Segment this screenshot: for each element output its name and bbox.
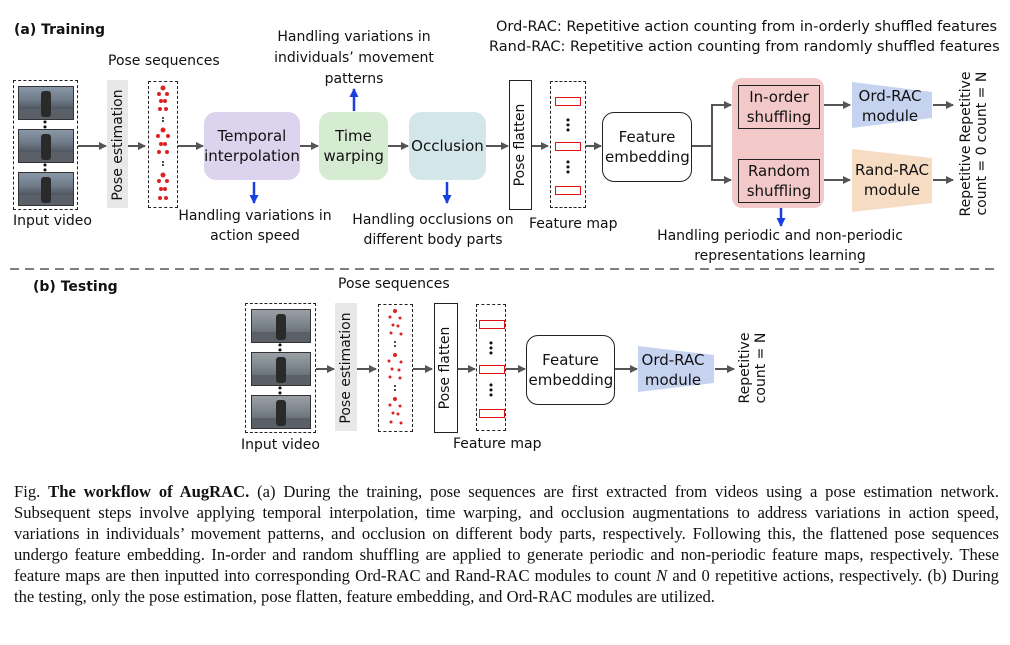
feature-vector [555,142,581,151]
feature-vector [555,97,581,106]
note-movement-patterns: Handling variations in individuals’ move… [274,29,434,87]
feature-embedding-box: Feature embedding [602,112,692,182]
ord-rac-label: Ord-RAC module [858,87,922,125]
feature-map-label: Feature map [529,216,618,232]
caption-title: The workflow of AugRAC. [48,482,250,501]
test-pose-sequence-strip [378,304,413,432]
ord-rac-shape [852,82,932,128]
occlusion-label: Occlusion [411,137,484,155]
ellipsis-icon: ••• [487,337,495,360]
test-input-video-panel: ••• ••• [245,303,316,433]
pose-flatten-block [509,80,532,210]
pose-sequences-label: Pose sequences [108,53,220,69]
input-video-panel: ••• ••• [13,80,78,210]
temporal-interpolation-box: Temporal interpolation [204,112,300,180]
training-title: (a) Training [14,22,106,38]
video-frame [251,352,311,386]
pose-estimation-label: Pose estimation [110,89,126,201]
test-ord-rac-label: Ord-RAC module [641,351,705,389]
video-frame [18,172,74,206]
ellipsis-icon: ••• [487,379,495,402]
arrow-embedding-branch [690,101,732,147]
pose-sequence-strip [148,81,178,208]
input-video-label: Input video [13,213,92,229]
test-input-video-label: Input video [241,437,320,453]
test-pose-flatten-label: Pose flatten [437,326,453,410]
video-frame [251,309,311,343]
arrow-embedding-branch-lower [711,146,732,184]
feature-vector [479,320,505,329]
video-frame [251,395,311,429]
feature-vector [479,409,505,418]
pose-estimation-block [107,80,128,208]
time-warping-label: Time warping [323,127,384,165]
in-order-shuffling-label: In-order shuffling [746,88,812,126]
rand-rac-label: Rand-RAC module [854,161,929,199]
test-feature-map-strip: ••• ••• [476,304,506,431]
test-feature-embedding-box: Feature embedding [526,335,615,405]
temporal-interpolation-label: Temporal interpolation [204,127,300,165]
test-ord-rac-shape [638,346,714,392]
test-pose-flatten-block [434,303,458,433]
occlusion-box: Occlusion [409,112,486,180]
figure-caption: Fig. The workflow of AugRAC. (a) During … [14,481,999,607]
random-shuffling-label: Random shuffling [746,162,812,200]
ellipsis-icon: ••• [564,114,572,137]
video-frame [18,86,74,120]
test-pose-estimation-label: Pose estimation [338,312,354,424]
test-pose-sequences-label: Pose sequences [338,276,450,292]
test-feature-embedding-label: Feature embedding [528,351,614,389]
count-0-label: Repetitive count = 0 [958,145,990,217]
in-order-shuffling-box: In-order shuffling [738,85,820,129]
legend-rand-rac: Rand-RAC: Repetitive action counting fro… [489,39,1000,55]
feature-vector [555,186,581,195]
caption-variable-n: N [656,566,668,585]
shuffling-highlight [732,78,824,208]
rand-rac-shape [852,149,932,212]
testing-title: (b) Testing [33,279,118,295]
test-pose-estimation-block [335,303,357,431]
pose-flatten-label: Pose flatten [512,103,528,187]
test-feature-map-label: Feature map [453,436,542,452]
feature-embedding-label: Feature embedding [605,128,690,166]
skeleton-icons [387,309,403,425]
skeleton-icons [156,85,170,200]
caption-text-1: (a) During the training, pose sequences … [14,482,999,585]
feature-vector [479,365,505,374]
legend-ord-rac: Ord-RAC: Repetitive action counting from… [496,19,998,35]
caption-text-2: and 0 repetitive actions, respectively. … [14,566,999,606]
test-count-n-label: Repetitive count = N [737,332,769,404]
note-periodic-learning: Handling periodic and non-periodic repre… [657,228,903,264]
time-warping-box: Time warping [319,112,388,180]
video-frame [18,129,74,163]
note-action-speed: Handling variations in action speed [178,208,332,244]
note-occlusion: Handling occlusions on different body pa… [352,212,514,248]
random-shuffling-box: Random shuffling [738,159,820,203]
ellipsis-icon: ••• [564,156,572,179]
feature-map-strip: ••• ••• [550,81,586,208]
caption-prefix: Fig. [14,482,41,501]
